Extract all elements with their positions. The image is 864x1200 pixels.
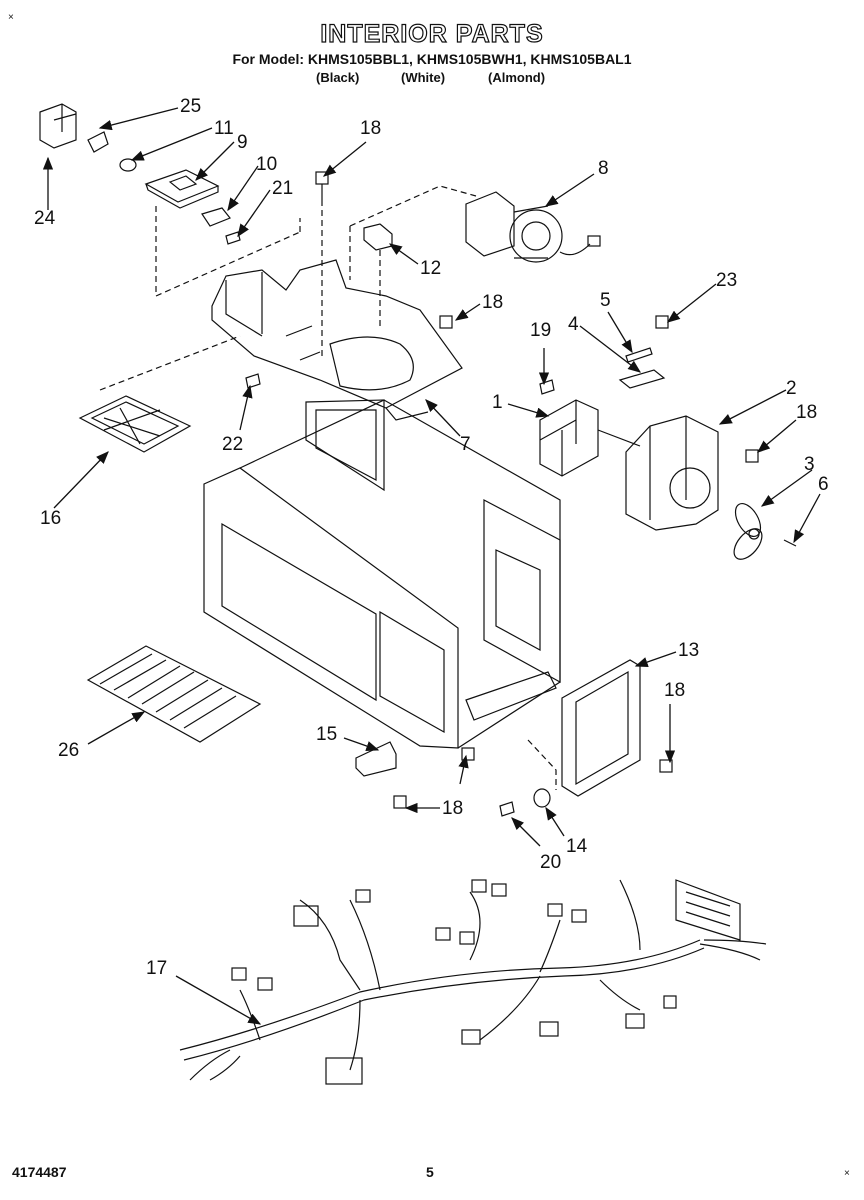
color-variants: (Black) (White) (Almond)	[0, 70, 864, 88]
lamp-cover-9	[144, 169, 220, 209]
callout-18: 18	[796, 402, 817, 423]
callout-26: 26	[58, 740, 79, 761]
callout-18: 18	[442, 798, 463, 819]
callout-18: 18	[664, 680, 685, 701]
screw-19	[539, 379, 555, 395]
callout-labels: 25 11 9 10 21 24 18 8 12 18 5 23 19 4 1 …	[34, 96, 829, 979]
callout-10: 10	[256, 154, 277, 175]
color-white: (White)	[401, 70, 446, 85]
callout-4: 4	[568, 314, 579, 335]
callout-18: 18	[360, 118, 381, 139]
leader-lines	[42, 107, 821, 1025]
screw-18-f	[461, 747, 475, 761]
screw-22	[245, 373, 261, 389]
screw-21	[225, 231, 241, 245]
wire-harness-17	[179, 879, 767, 1085]
callout-1: 1	[492, 392, 503, 413]
oven-cavity	[203, 399, 561, 749]
document-number: 4174487	[12, 1164, 67, 1180]
callout-25: 25	[180, 96, 201, 117]
callout-6: 6	[818, 474, 829, 495]
page-number: 5	[426, 1164, 434, 1180]
screw-18-c	[745, 449, 759, 463]
part-14	[533, 788, 551, 808]
screw-18-a	[315, 171, 329, 200]
callout-20: 20	[540, 852, 561, 873]
callout-7: 7	[460, 434, 471, 455]
callout-23: 23	[716, 270, 737, 291]
callout-14: 14	[566, 836, 588, 857]
fan-motor-1	[539, 399, 641, 477]
dashed-link	[99, 335, 241, 391]
dashed-link	[527, 739, 557, 790]
dashed-link	[349, 185, 477, 280]
callout-24: 24	[34, 208, 56, 229]
dashed-link	[155, 206, 301, 297]
page-title: INTERIOR PARTS	[320, 19, 544, 48]
callout-22: 22	[222, 434, 243, 455]
air-guide-7	[211, 259, 463, 421]
callout-9: 9	[237, 132, 248, 153]
callout-21: 21	[272, 178, 293, 199]
screw-18-b	[439, 315, 453, 329]
callout-15: 15	[316, 724, 337, 745]
bracket-24	[39, 103, 77, 149]
screw-20	[499, 801, 515, 817]
screw-18-e	[393, 795, 407, 809]
color-almond: (Almond)	[488, 70, 546, 85]
thermal-fuse-5	[625, 347, 653, 363]
frame-13	[561, 659, 641, 797]
fan-housing-2	[625, 415, 719, 531]
callout-18: 18	[482, 292, 503, 313]
callout-3: 3	[804, 454, 815, 475]
callout-17: 17	[146, 958, 167, 979]
grill-26	[86, 645, 262, 743]
part-11-lamp	[119, 158, 137, 172]
callout-12: 12	[420, 258, 441, 279]
blower-motor-8	[465, 191, 601, 263]
corner-mark: ×	[844, 1168, 850, 1179]
corner-mark: ×	[8, 12, 14, 23]
callout-2: 2	[786, 378, 797, 399]
part-25	[87, 131, 109, 153]
screw-23	[655, 315, 669, 329]
color-black: (Black)	[316, 70, 360, 85]
bracket-4	[618, 369, 666, 389]
callout-13: 13	[678, 640, 699, 661]
model-line: For Model: KHMS105BBL1, KHMS105BWH1, KHM…	[232, 51, 632, 67]
callout-16: 16	[40, 508, 61, 529]
bracket-15	[355, 741, 397, 777]
connector-12	[363, 223, 393, 251]
clip-6	[783, 539, 797, 547]
callout-8: 8	[598, 158, 609, 179]
fan-blade-3	[733, 503, 763, 560]
socket-10	[201, 207, 231, 227]
filter-16	[78, 395, 192, 453]
callout-11: 11	[214, 118, 234, 139]
callout-19: 19	[530, 320, 551, 341]
callout-5: 5	[600, 290, 611, 311]
